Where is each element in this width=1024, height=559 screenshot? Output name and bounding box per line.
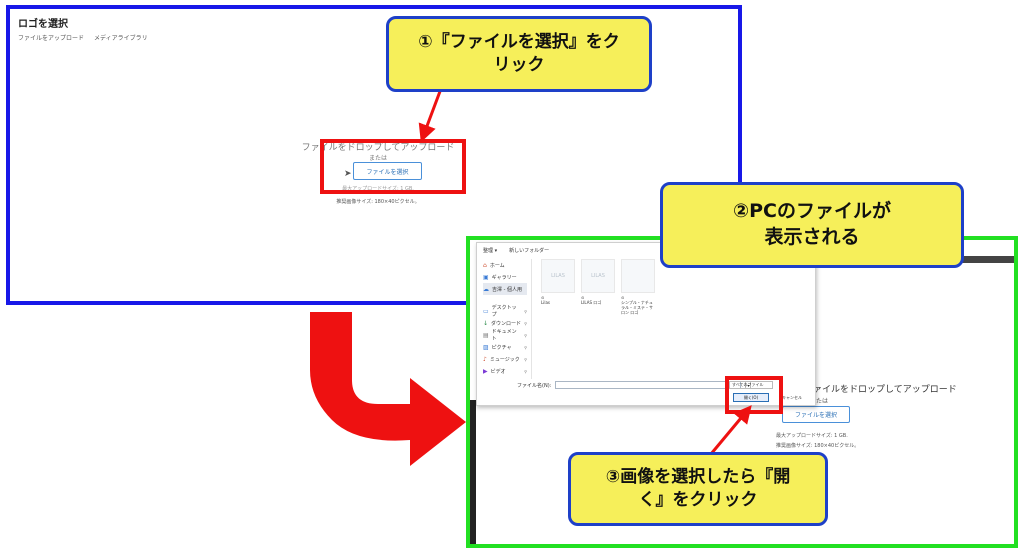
big-flow-arrow-icon	[310, 312, 466, 466]
sync-status-icon: ⊙	[621, 295, 625, 300]
drop-zone-text: ファイルをドロップしてアップロード	[804, 385, 957, 395]
file-name: ⊙ LILAS ロゴ	[581, 295, 615, 305]
nav-item-label: ホーム	[489, 262, 505, 269]
or-text: または	[810, 398, 829, 405]
pin-icon[interactable]: ⚲	[524, 332, 527, 338]
nav-item-label: ギャラリー	[491, 274, 517, 281]
pin-icon[interactable]: ⚲	[524, 344, 527, 350]
highlight-box-open	[725, 376, 783, 414]
nav-item-label: ドキュメント	[491, 329, 517, 342]
highlight-box-select-file	[320, 139, 466, 194]
filename-label: ファイル名(N):	[517, 382, 552, 389]
sync-status-icon: ⊙	[581, 295, 585, 300]
file-thumbnail: LILAS	[541, 259, 575, 293]
recommended-size: 推奨画像サイズ: 180×40ピクセル。	[776, 443, 860, 449]
callout-step-3: ③画像を選択したら『開 く』をクリック	[568, 452, 828, 526]
nav-item-label: ダウンロード	[491, 320, 522, 327]
sync-status-icon: ⊙	[541, 295, 545, 300]
nav-item[interactable]: ▣ギャラリー	[483, 271, 527, 283]
folder-icon: ↓	[483, 319, 489, 327]
max-upload-size: 最大アップロードサイズ: 1 GB.	[342, 186, 414, 192]
mouse-cursor-icon: ➤	[344, 169, 352, 179]
nav-item[interactable]: ♪ミュージック ⚲	[483, 353, 527, 365]
file-item[interactable]: ⊙ シンプル・ナチュラル・ミステ・サロン ロゴ	[621, 259, 655, 315]
pin-icon[interactable]: ⚲	[524, 356, 527, 362]
file-name-label: LILAS ロゴ	[581, 300, 602, 305]
file-name-label: Lilas	[541, 300, 550, 305]
modal-tabs: ファイルをアップロード メディアライブラリ	[18, 33, 148, 42]
folder-icon: ▣	[483, 273, 489, 281]
open-button[interactable]: 開く(O)	[733, 393, 769, 402]
pin-icon[interactable]: ⚲	[524, 320, 527, 326]
callout-step-1: ①『ファイルを選択』をク リック	[386, 16, 652, 92]
filetype-select[interactable]: すべてのファイル	[729, 381, 773, 389]
dialog-nav-pane: ⌂ホーム▣ギャラリー☁吉澤 - 個人用▭デスクトップ⚲↓ダウンロード⚲▤ドキュメ…	[483, 259, 527, 377]
folder-icon: ▭	[483, 307, 489, 315]
or-text: または	[368, 155, 387, 162]
nav-item[interactable]: ▭デスクトップ ⚲	[483, 305, 527, 318]
nav-item[interactable]: ▶ビデオ ⚲	[483, 365, 527, 377]
select-file-button[interactable]: ファイルを選択	[782, 406, 850, 423]
nav-item[interactable]: ▨ピクチャ ⚲	[483, 341, 527, 353]
file-thumbnail	[621, 259, 655, 293]
max-upload-size: 最大アップロードサイズ: 1 GB.	[776, 433, 848, 439]
file-open-dialog: 整理 ▾ 新しいフォルダー ⌂ホーム▣ギャラリー☁吉澤 - 個人用▭デスクトップ…	[476, 242, 816, 414]
new-folder-button[interactable]: 新しいフォルダー	[509, 248, 550, 254]
nav-item-label: ビデオ	[490, 368, 506, 375]
folder-icon: ☁	[483, 285, 489, 293]
drop-zone-text: ファイルをドロップしてアップロード	[301, 143, 455, 153]
file-name-label: シンプル・ナチュラル・ミステ・サロン ロゴ	[621, 300, 653, 315]
file-item[interactable]: LILAS ⊙ Lilas	[541, 259, 575, 315]
file-item[interactable]: LILAS ⊙ LILAS ロゴ	[581, 259, 615, 315]
tab-upload-file[interactable]: ファイルをアップロード	[18, 35, 85, 42]
folder-icon: ▤	[483, 331, 489, 339]
filename-input[interactable]	[555, 381, 742, 389]
folder-icon: ⌂	[483, 261, 487, 269]
nav-item-label: ミュージック	[489, 356, 520, 363]
nav-item[interactable]: ↓ダウンロード⚲	[483, 317, 527, 329]
callout-step-2: ②PCのファイルが 表示される	[660, 182, 964, 268]
nav-divider	[531, 259, 532, 379]
nav-item[interactable]: ▤ドキュメント ⚲	[483, 329, 527, 342]
select-file-button[interactable]: ファイルを選択	[353, 162, 422, 180]
file-name: ⊙ Lilas	[541, 295, 575, 305]
dialog-toolbar: 整理 ▾ 新しいフォルダー	[483, 247, 549, 254]
nav-item-label: ピクチャ	[491, 344, 512, 351]
file-thumbnail: LILAS	[581, 259, 615, 293]
dark-side-bar	[470, 400, 476, 544]
folder-icon: ♪	[483, 355, 487, 363]
organize-menu[interactable]: 整理 ▾	[483, 248, 498, 254]
cancel-button[interactable]: キャンセル	[782, 394, 802, 400]
nav-item-label: 吉澤 - 個人用	[492, 286, 522, 293]
pin-icon[interactable]: ⚲	[524, 308, 527, 314]
nav-item[interactable]: ☁吉澤 - 個人用	[483, 283, 527, 295]
modal-title: ロゴを選択	[18, 19, 68, 30]
folder-icon: ▶	[483, 367, 488, 375]
nav-item-label: デスクトップ	[491, 305, 517, 318]
nav-item[interactable]: ⌂ホーム	[483, 259, 527, 271]
file-name: ⊙ シンプル・ナチュラル・ミステ・サロン ロゴ	[621, 295, 655, 315]
tab-media-library[interactable]: メディアライブラリ	[94, 35, 148, 42]
pin-icon[interactable]: ⚲	[524, 368, 527, 374]
folder-icon: ▨	[483, 343, 489, 351]
recommended-size: 推奨画像サイズ: 180×40ピクセル。	[336, 199, 420, 205]
